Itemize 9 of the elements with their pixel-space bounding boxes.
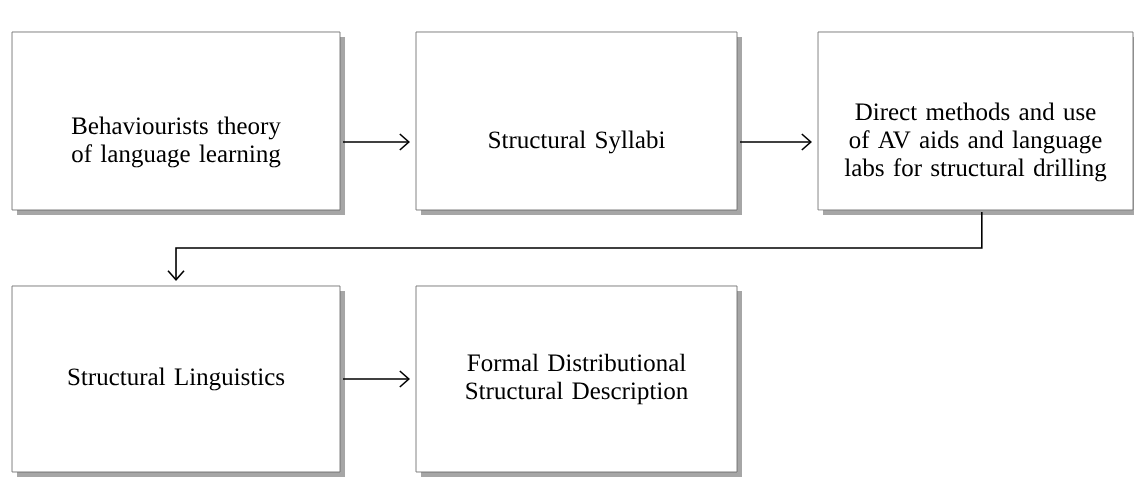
arrow	[739, 133, 812, 151]
arrow	[342, 133, 410, 151]
arrow	[342, 370, 410, 388]
process-box: Direct methods and use of AV aids and language labs for structural drilling	[817, 31, 1134, 215]
arrow	[167, 211, 983, 281]
process-box: Behaviourists theory of language learning	[11, 31, 345, 215]
process-box: Structural Linguistics	[11, 285, 345, 477]
process-box: Formal Distributional Structural Description	[415, 285, 742, 477]
process-box: Structural Syllabi	[415, 31, 742, 215]
